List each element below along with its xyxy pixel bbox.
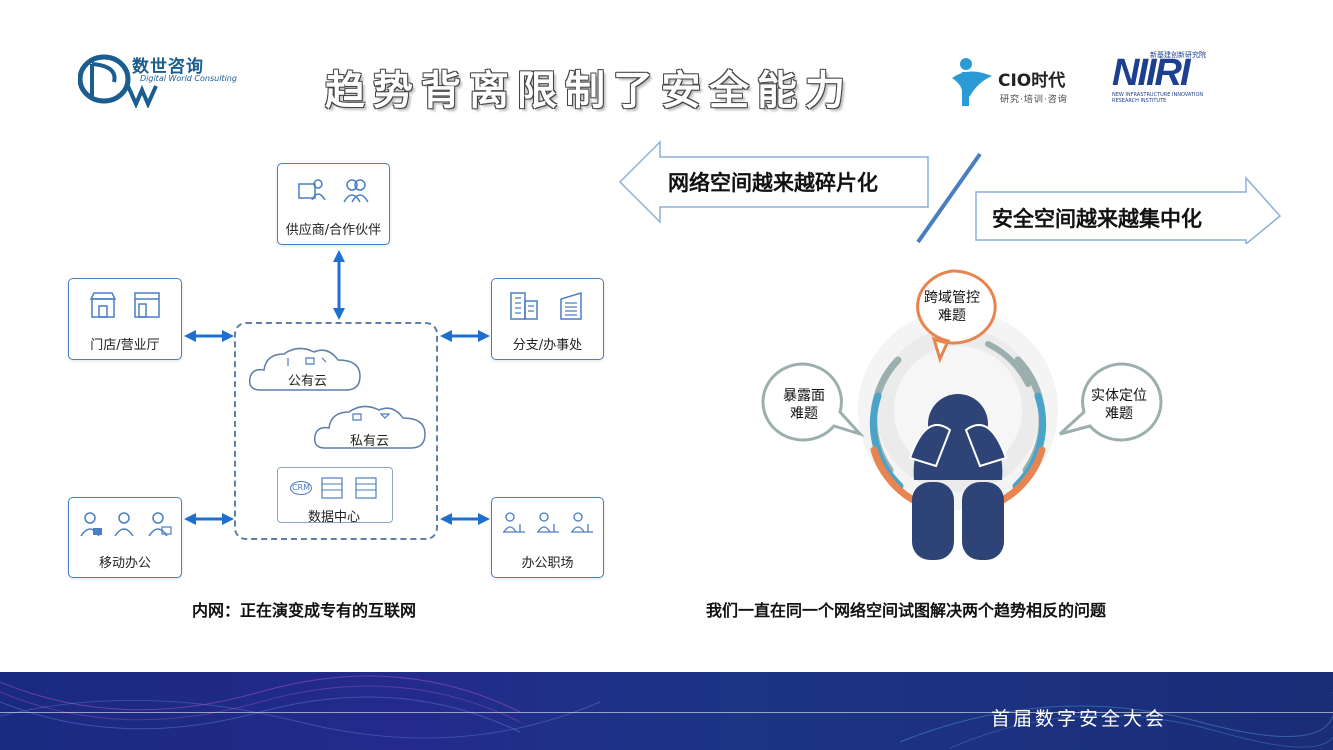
niiri-logo-subtitle: NEW INFRASTRUCTURE INNOVATION RESEARCH I…: [1112, 92, 1204, 104]
desk-worker-icon: [536, 512, 559, 533]
public-cloud-label: 公有云: [288, 374, 328, 389]
footer-band: [0, 672, 1333, 750]
crm-icon: CRM: [290, 481, 312, 495]
mobile-office-node: 移动办公: [68, 497, 182, 578]
entity-location-bubble-text: 实体定位 难题: [1084, 387, 1154, 423]
supplier-icon: [297, 179, 326, 201]
shop-front-icon: [134, 292, 160, 318]
branch-node: 分支/办事处: [491, 278, 604, 360]
fragmentation-arrow-label: 网络空间越来越碎片化: [668, 171, 878, 195]
footer-wave-pattern: [0, 675, 1333, 749]
supplier-partner-label: 供应商/合作伙伴: [285, 223, 382, 238]
laptop-worker-icon: [148, 512, 172, 537]
data-center-box: [277, 467, 393, 523]
entity-location-line2: 难题: [1105, 406, 1133, 422]
workplace-label: 办公职场: [521, 556, 574, 571]
intranet-boundary: [234, 322, 438, 540]
partners-icon: [342, 179, 369, 203]
desk-worker-icon: [502, 512, 525, 533]
niiri-logo-topline: 新基建创新研究院: [1150, 51, 1206, 59]
exposure-bubble: [761, 362, 864, 442]
supplier-partner-node: 供应商/合作伙伴: [277, 163, 390, 245]
centralization-arrow-label: 安全空间越来越集中化: [992, 207, 1202, 231]
page-title: 趋势背离限制了安全能力: [325, 68, 853, 114]
entity-location-line1: 实体定位: [1091, 388, 1147, 404]
data-center-label: 数据中心: [308, 510, 361, 525]
mobile-worker-icon: [80, 512, 102, 537]
cross-domain-line1: 跨域管控: [924, 290, 980, 306]
store-label: 门店/营业厅: [90, 338, 160, 353]
store-icon: [89, 292, 117, 318]
workplace-node: 办公职场: [491, 497, 604, 578]
cross-domain-bubble-text: 跨域管控 难题: [918, 289, 986, 325]
entity-location-bubble: [1058, 362, 1163, 442]
cross-domain-bubble: [916, 269, 997, 363]
server-rack-icon: [321, 477, 377, 499]
digital-world-logo-name: 数世咨询: [132, 57, 204, 77]
exposure-line1: 暴露面: [783, 388, 825, 404]
cross-domain-line2: 难题: [938, 308, 966, 324]
office-building-icon: [509, 292, 538, 320]
exposure-line2: 难题: [790, 406, 818, 422]
branch-label: 分支/办事处: [512, 338, 583, 353]
connection-arrows: [184, 250, 490, 525]
niiri-logo-name: NIIRI: [1112, 52, 1191, 94]
private-cloud-label: 私有云: [350, 434, 390, 449]
trend-arrows: [618, 140, 1282, 244]
public-cloud-icon: [248, 347, 361, 391]
stressed-person-illustration: [858, 310, 1058, 560]
right-caption: 我们一直在同一个网络空间试图解决两个趋势相反的问题: [706, 601, 1107, 620]
store-node: 门店/营业厅: [68, 278, 182, 360]
cio-era-logo: [952, 58, 992, 106]
branch-building-icon: [559, 291, 582, 320]
mobile-office-label: 移动办公: [98, 556, 151, 571]
remote-worker-icon: [114, 512, 134, 537]
cio-era-logo-subtitle: 研究·培训·咨询: [1000, 95, 1068, 105]
desk-worker-icon: [570, 512, 593, 533]
event-name: 首届数字安全大会: [990, 708, 1167, 730]
exposure-bubble-text: 暴露面 难题: [770, 387, 838, 423]
footer-divider: [0, 712, 1333, 713]
digital-world-logo-subtitle: Digital World Consulting: [140, 74, 237, 83]
private-cloud-icon: [313, 405, 426, 449]
left-caption: 内网：正在演变成专有的互联网: [192, 601, 417, 620]
digital-world-logo: [78, 54, 158, 108]
cio-era-logo-name: CIO时代: [998, 71, 1066, 91]
